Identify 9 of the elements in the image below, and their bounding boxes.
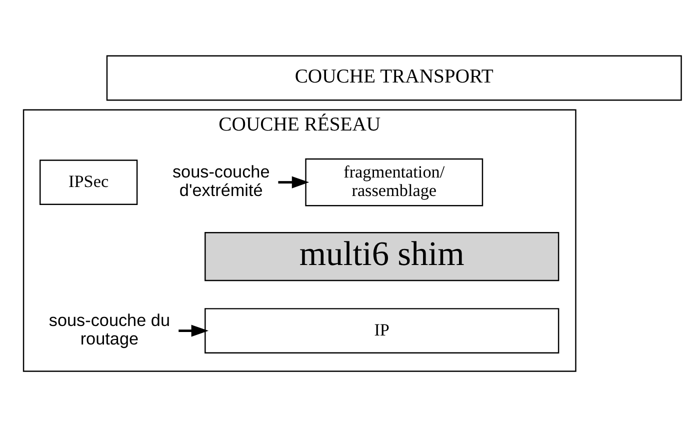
node-text: sous-couche d'extrémité bbox=[172, 161, 270, 200]
arrow bbox=[278, 176, 310, 188]
node-box: COUCHE TRANSPORT bbox=[106, 54, 682, 100]
arrow bbox=[178, 324, 209, 336]
node-box: fragmentation/ rassemblage bbox=[305, 158, 484, 206]
node-box: multi6 shim bbox=[204, 232, 560, 281]
node-box: IP bbox=[204, 308, 560, 353]
node-text: sous-couche du routage bbox=[48, 310, 170, 348]
node-box: IPSec bbox=[40, 159, 138, 204]
